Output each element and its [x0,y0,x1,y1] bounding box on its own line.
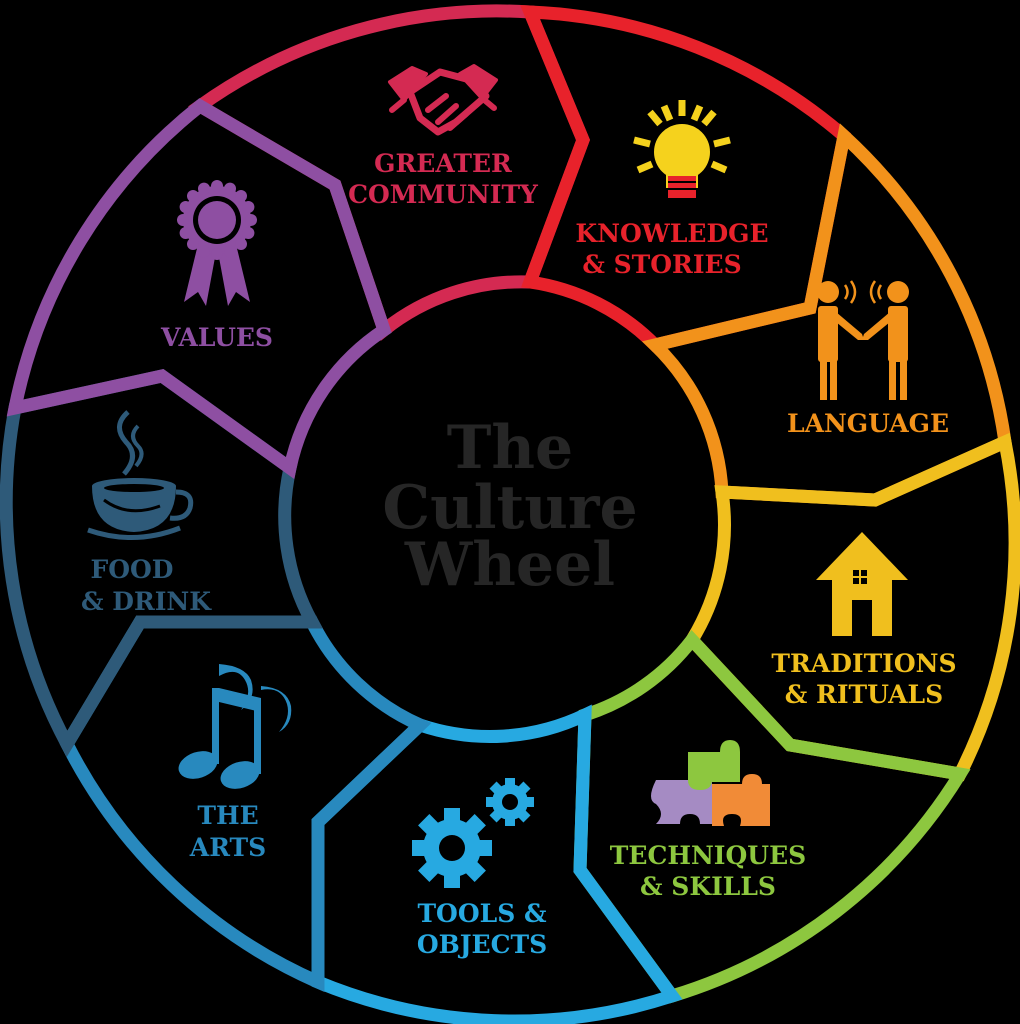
center-title-line-3: Wheel [404,530,615,600]
coffee-cup-icon [87,410,194,540]
rosette-petal [179,201,192,213]
rosette-petal [235,238,247,250]
segment-traditions-rituals: TRADITIONS & RITUALS [771,532,957,709]
segment-techniques-skills: TECHNIQUES & SKILLS [610,740,806,901]
segment-greater-community: GREATER COMMUNITY [348,64,539,209]
rosette-petal [242,201,255,213]
rosette-petal [187,238,199,250]
label-the-arts-line-2: ARTS [189,833,266,862]
label-knowledge-stories-line-2: & STORIES [582,250,741,279]
rosette-petal [224,245,236,258]
segment-outline-knowledge-stories [520,5,852,353]
puzzle-icon [651,740,770,826]
segment-values: VALUES [160,180,273,352]
house-icon [816,532,908,636]
segment-tools-objects: TOOLS & OBJECTS [412,778,547,959]
segment-language: LANGUAGE [787,280,949,438]
rosette-petal [242,227,255,239]
music-note-icon [178,664,292,789]
center-title: The Culture Wheel [382,413,637,600]
rosette-petal [187,190,199,202]
rosette-petal [198,182,210,195]
label-traditions-rituals-line-2: & RITUALS [785,680,943,709]
segment-the-arts: THE ARTS [178,664,292,862]
rosette-petal [198,245,210,258]
center-title-line-1: The [447,413,573,483]
center-title-line-2: Culture [382,473,637,543]
label-techniques-skills-line-2: & SKILLS [640,872,776,901]
award-ribbon-icon [177,180,257,306]
label-traditions-rituals-line-1: TRADITIONS [771,649,956,678]
label-greater-community-line-1: GREATER [374,149,512,178]
gears-icon [412,778,534,888]
label-food-drink-line-1: FOOD [91,555,174,584]
label-language: LANGUAGE [787,409,949,438]
lightbulb-icon [633,100,731,198]
rosette-petal [211,248,223,260]
rosette-petal [211,180,223,192]
label-knowledge-stories-line-1: KNOWLEDGE [575,219,768,248]
label-techniques-skills-line-1: TECHNIQUES [610,841,806,870]
rosette-petal [235,190,247,202]
rosette-petal [177,214,189,226]
segment-food-drink: FOOD & DRINK [81,410,212,616]
label-greater-community-line-2: COMMUNITY [348,180,539,209]
label-values: VALUES [160,323,273,352]
talking-people-icon [817,280,909,400]
segment-outline-values [6,98,392,480]
label-food-drink-line-2: & DRINK [81,587,212,616]
segment-knowledge-stories: KNOWLEDGE & STORIES [575,100,769,279]
label-tools-objects-line-1: TOOLS & [417,899,546,928]
rosette-petal [224,182,236,195]
rosette-petal [179,227,192,239]
rosette-petal [245,214,257,226]
label-tools-objects-line-2: OBJECTS [417,930,547,959]
label-the-arts-line-1: THE [197,801,258,830]
segment-outlines [0,4,1020,1024]
handshake-icon [388,64,498,136]
segment-outline-techniques-skills [573,629,971,1004]
